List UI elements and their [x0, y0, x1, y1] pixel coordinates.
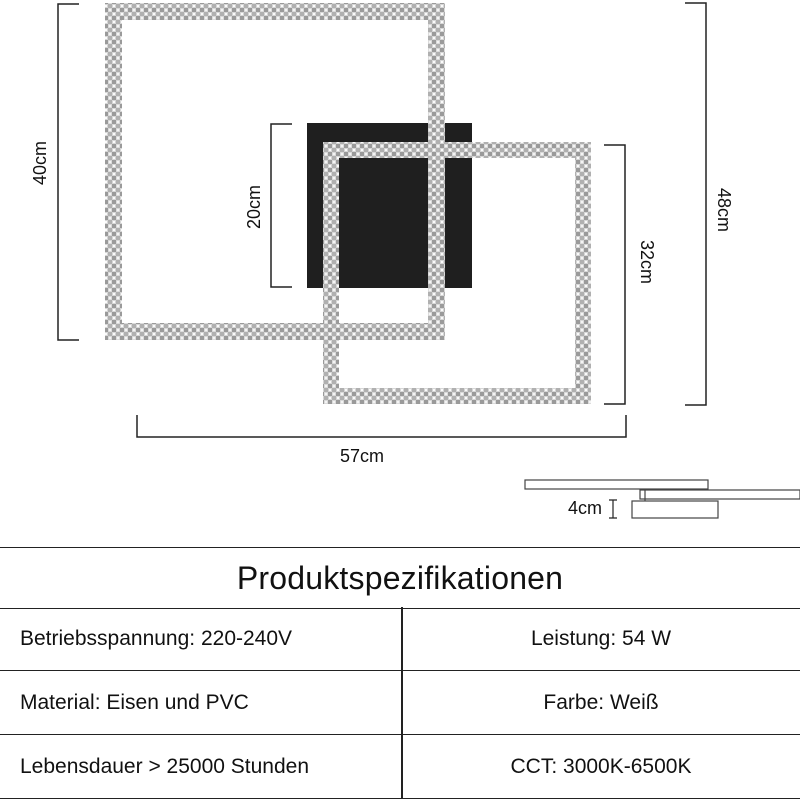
- dim-outer-height-line: [57, 3, 79, 341]
- dim-total-width-label: 57cm: [340, 446, 384, 466]
- spec-row: Betriebsspannung: 220-240V Leistung: 54 …: [0, 607, 800, 671]
- side-profile-view: [524, 479, 800, 519]
- dim-outer-height-label: 40cm: [30, 141, 50, 185]
- dim-total-width-line: [136, 415, 627, 438]
- lamp-dimension-diagram: 40cm 20cm 32cm 48cm 57cm 4cm: [30, 2, 800, 519]
- spec-table: Betriebsspannung: 220-240V Leistung: 54 …: [0, 607, 800, 799]
- spec-voltage: Betriebsspannung: 220-240V: [20, 626, 293, 650]
- spec-color: Farbe: Weiß: [543, 690, 659, 714]
- spec-title: Produktspezifikationen: [0, 547, 800, 609]
- dim-plate-line: [270, 123, 292, 288]
- dim-total-height-line: [685, 2, 707, 406]
- table-divider: [401, 607, 403, 798]
- spec-row: Material: Eisen und PVC Farbe: Weiß: [0, 671, 800, 735]
- spec-cct: CCT: 3000K-6500K: [510, 754, 692, 778]
- dim-total-height-label: 48cm: [714, 188, 734, 232]
- dim-plate-label: 20cm: [244, 185, 264, 229]
- spec-lifespan: Lebensdauer > 25000 Stunden: [20, 754, 310, 778]
- dim-depth-label: 4cm: [568, 498, 602, 518]
- dim-inner-height-line: [604, 144, 626, 405]
- dim-inner-height-label: 32cm: [637, 240, 657, 284]
- dim-depth-line: [609, 499, 617, 519]
- large-crystal-frame: [105, 3, 445, 340]
- spec-row: Lebensdauer > 25000 Stunden CCT: 3000K-6…: [0, 735, 800, 799]
- spec-material: Material: Eisen und PVC: [20, 690, 249, 714]
- spec-power: Leistung: 54 W: [530, 626, 672, 650]
- product-specifications: Produktspezifikationen Betriebsspannung:…: [0, 547, 800, 800]
